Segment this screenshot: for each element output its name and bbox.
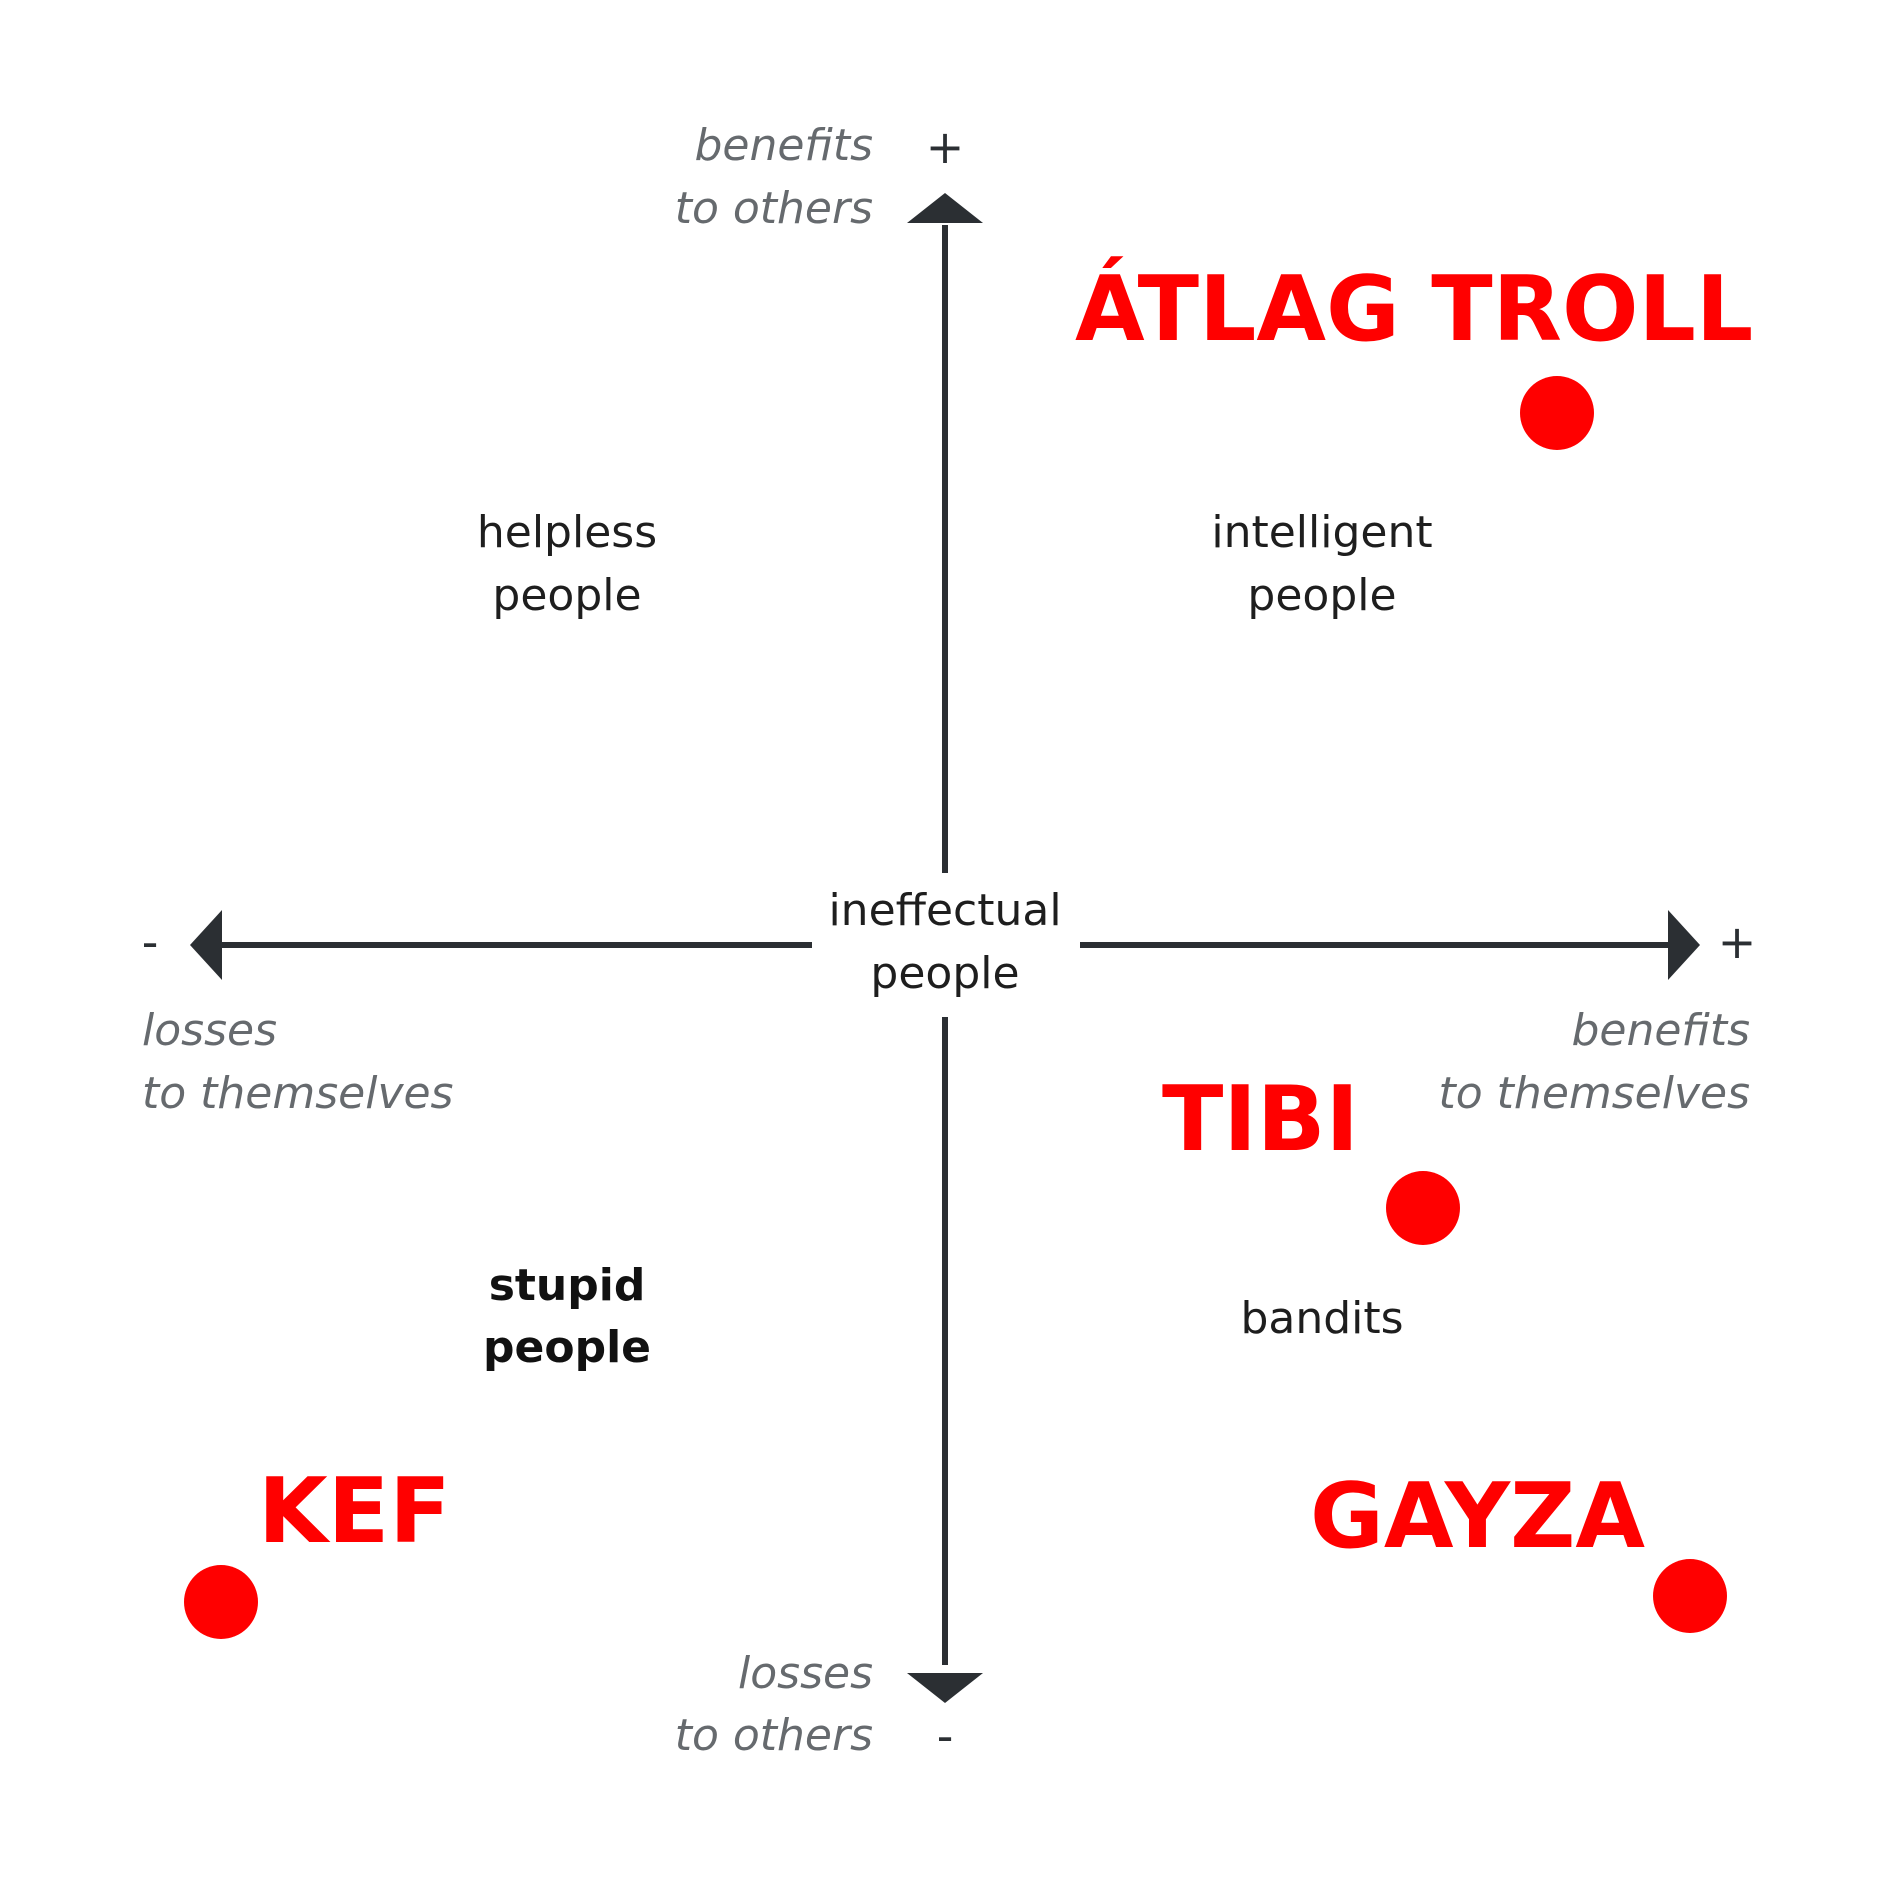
left-arrowhead [190, 910, 222, 980]
x-right-label-line1: benefits [1571, 1005, 1750, 1056]
marker-dot-tibi [1386, 1171, 1460, 1245]
marker-tibi: TIBI [1162, 1067, 1460, 1245]
quadrant-top-left-line1: helpless [477, 507, 657, 558]
y-top-label-line2: to others [675, 183, 873, 234]
quadrant-bottom-left-line1: stupid [489, 1260, 646, 1311]
x-left-label-line1: losses [142, 1005, 277, 1056]
up-arrowhead [907, 193, 983, 223]
quadrant-top-right-line2: people [1247, 570, 1396, 621]
y-top-label-line1: benefits [694, 120, 873, 171]
marker-dot-gayza [1653, 1559, 1727, 1633]
y-bottom-label-line1: losses [738, 1648, 873, 1699]
marker-label-tibi: TIBI [1162, 1067, 1359, 1172]
quadrant-bottom-left-line2: people [483, 1322, 651, 1373]
down-arrowhead [907, 1673, 983, 1703]
marker-dot-atlag-troll [1520, 376, 1594, 450]
y-bottom-sign: - [937, 1709, 954, 1763]
quadrant-bottom-right-label: bandits [1240, 1293, 1403, 1344]
y-bottom-label-line2: to others [675, 1710, 873, 1761]
quadrant-top-left-line2: people [492, 570, 641, 621]
y-top-sign: + [926, 120, 965, 174]
marker-label-gayza: GAYZA [1310, 1464, 1645, 1569]
marker-kef: KEF [184, 1459, 451, 1639]
marker-label-kef: KEF [258, 1459, 451, 1564]
marker-label-atlag-troll: ÁTLAG TROLL [1075, 255, 1753, 362]
right-arrowhead [1668, 910, 1700, 980]
x-left-label-line2: to themselves [142, 1068, 453, 1119]
quadrant-top-right-line1: intelligent [1211, 507, 1432, 558]
marker-atlag-troll: ÁTLAG TROLL [1075, 255, 1753, 450]
center-label-line2: people [870, 948, 1019, 999]
marker-gayza: GAYZA [1310, 1464, 1727, 1633]
x-right-label-line2: to themselves [1439, 1068, 1750, 1119]
marker-dot-kef [184, 1565, 258, 1639]
x-right-sign: + [1718, 915, 1757, 969]
x-left-sign: - [142, 915, 159, 969]
center-label-line1: ineffectual [828, 885, 1061, 936]
